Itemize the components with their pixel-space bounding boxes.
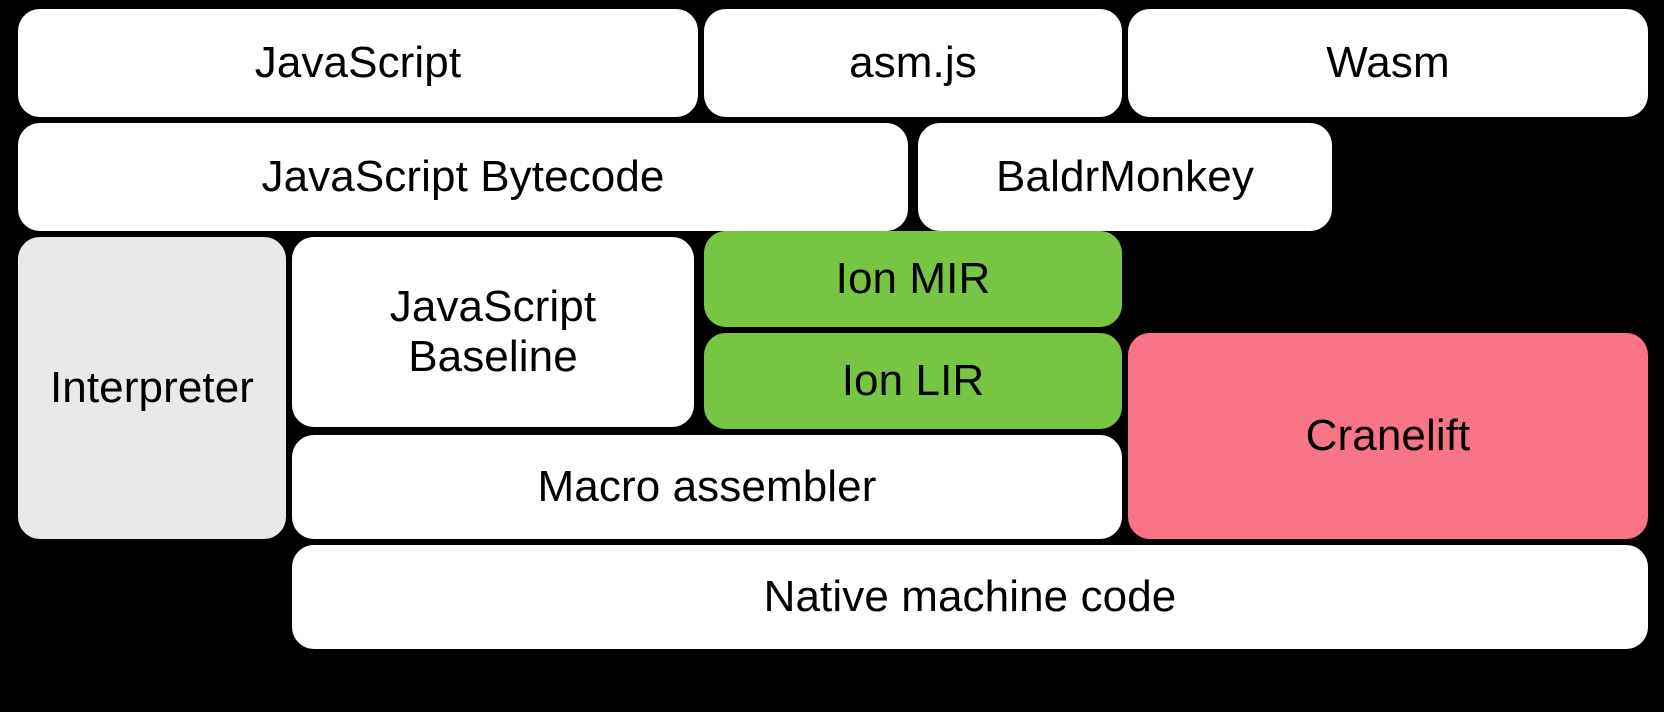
box-native-machine-code: Native machine code [292,545,1648,649]
box-javascript: JavaScript [18,9,698,117]
box-ion-lir: Ion LIR [704,333,1122,429]
box-wasm: Wasm [1128,9,1648,117]
box-ion-mir: Ion MIR [704,231,1122,327]
box-interpreter: Interpreter [18,237,286,539]
box-macro-assembler: Macro assembler [292,435,1122,539]
box-baldrmonkey: BaldrMonkey [918,123,1332,231]
box-javascript-bytecode: JavaScript Bytecode [18,123,908,231]
box-cranelift: Cranelift [1128,333,1648,539]
box-asm-js: asm.js [704,9,1122,117]
box-javascript-baseline: JavaScript Baseline [292,237,694,427]
